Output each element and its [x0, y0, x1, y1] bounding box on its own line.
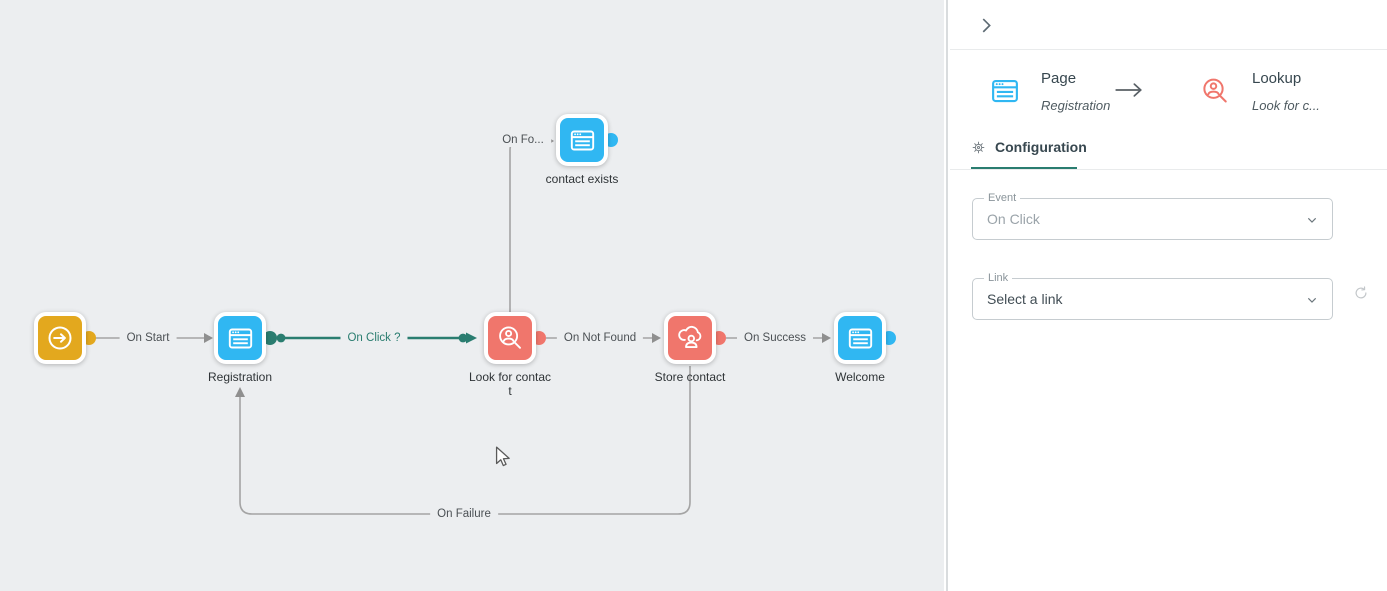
edge-label-on-not-found[interactable]: On Not Found [556, 331, 644, 345]
link-select[interactable]: Link Select a link [972, 272, 1333, 320]
active-tab-underline [971, 167, 1077, 169]
edge-label-on-found[interactable]: On Fo... [495, 133, 551, 147]
node-label-registration: Registration [207, 370, 273, 384]
flow-node-look-for-contact[interactable] [484, 312, 536, 364]
node-label-store-contact: Store contact [654, 370, 726, 384]
canvas-panel-divider [944, 0, 950, 591]
config-panel: Page Registration Lookup Look for c... C… [950, 0, 1387, 591]
flow-node-welcome[interactable] [834, 312, 886, 364]
tab-divider [950, 169, 1387, 170]
collapse-panel-chevron-icon[interactable] [975, 14, 997, 36]
node-label-contact-exists: contact exists [545, 172, 619, 186]
node-label-look-for-contact: Look for contact [468, 370, 552, 399]
page-icon [569, 127, 596, 154]
edge-on-click-dot-start [276, 333, 286, 343]
edge-label-on-success[interactable]: On Success [737, 331, 813, 345]
flow-node-contact-exists[interactable] [556, 114, 608, 166]
edge-on-click-arrowhead [466, 332, 477, 344]
gear-icon [971, 140, 986, 155]
flow-edges-layer [82, 133, 896, 515]
flow-node-registration[interactable] [214, 312, 266, 364]
event-field-label: Event [984, 192, 1021, 204]
edge-label-on-click[interactable]: On Click ? [340, 331, 408, 345]
page-icon [990, 76, 1020, 106]
person-search-icon [496, 324, 524, 352]
edge-on-not-found-arrowhead [652, 333, 661, 343]
edge-on-success-arrowhead [822, 333, 831, 343]
chevron-down-icon [1304, 212, 1320, 228]
flow-node-start[interactable] [34, 312, 86, 364]
link-field-placeholder: Select a link [987, 291, 1063, 307]
edge-on-click-dot-end [458, 333, 468, 343]
edge-on-start-arrowhead [204, 333, 213, 343]
output-port-registration[interactable] [263, 331, 277, 345]
source-node-type: Page [1041, 70, 1077, 87]
chevron-down-icon [1304, 292, 1320, 308]
event-field-value: On Click [987, 211, 1040, 227]
flow-canvas[interactable]: On Start On Click ? On Fo... On Not Foun… [0, 0, 944, 591]
node-label-welcome: Welcome [835, 370, 885, 384]
panel-header [950, 0, 1387, 50]
tab-configuration-label: Configuration [995, 139, 1087, 155]
source-node-name: Registration [1041, 98, 1111, 113]
target-node-type: Lookup [1252, 70, 1302, 87]
target-node-name: Look for c... [1252, 98, 1320, 113]
page-icon [227, 325, 254, 352]
link-field-label: Link [984, 272, 1013, 284]
edge-label-on-start[interactable]: On Start [119, 331, 177, 345]
person-search-icon [1200, 76, 1230, 106]
tab-configuration[interactable]: Configuration [971, 139, 1087, 155]
edge-on-found [509, 140, 547, 312]
mouse-cursor [495, 446, 510, 467]
page-icon [847, 325, 874, 352]
edge-label-on-failure[interactable]: On Failure [430, 507, 498, 521]
edge-on-failure-arrowhead [235, 387, 245, 397]
edge-on-failure [239, 366, 691, 515]
flow-node-store-contact[interactable] [664, 312, 716, 364]
refresh-icon[interactable] [1352, 284, 1370, 302]
cloud-contact-icon [676, 324, 704, 352]
start-icon [46, 324, 74, 352]
event-select[interactable]: Event On Click [972, 192, 1333, 240]
transition-arrow-icon [1113, 77, 1145, 103]
